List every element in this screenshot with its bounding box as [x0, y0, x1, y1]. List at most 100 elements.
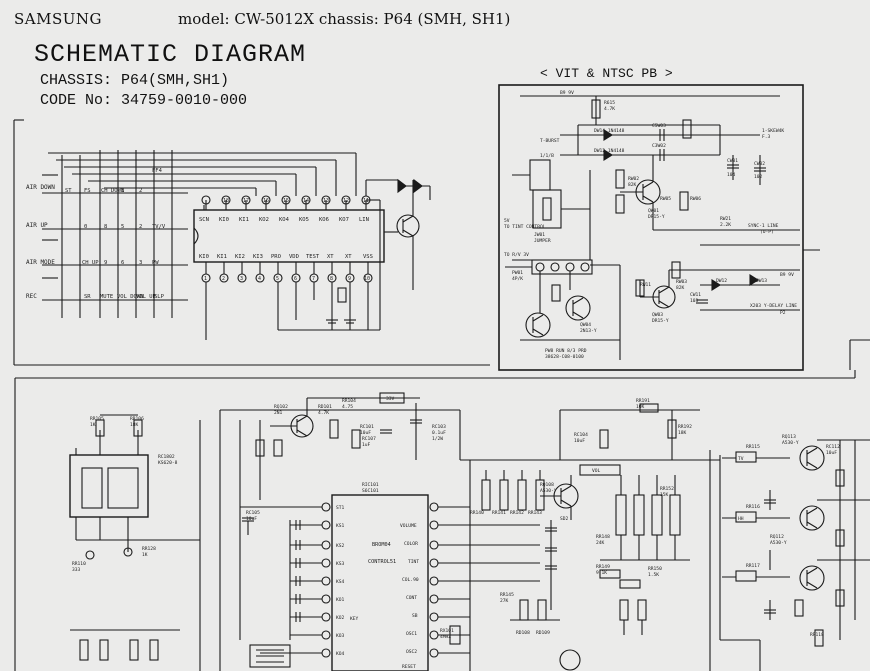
label: DR15-Y — [652, 318, 669, 324]
label: 15K — [660, 492, 669, 498]
ic-pin-label: KO6 — [319, 217, 329, 223]
label: PW01 — [512, 270, 523, 276]
pin-number: 15 — [283, 198, 289, 204]
pin-label: TINT — [408, 559, 419, 565]
label: RQ108 — [540, 482, 554, 488]
ic-pin-label: KO7 — [339, 217, 349, 223]
label: 1-SKEW4K — [762, 128, 784, 134]
label: RW02 — [628, 176, 639, 182]
label-b9v: B9 9V — [560, 90, 574, 96]
label: RW05 — [660, 196, 671, 202]
label-ic: KS620-8 — [158, 460, 178, 466]
label-ic: RIC101 — [362, 482, 379, 488]
label: RR140 — [470, 510, 484, 516]
pin-number: 18 — [223, 198, 229, 204]
key-label: 8 — [104, 224, 107, 230]
label: DR15-Y — [648, 214, 665, 220]
label-r615v: 4.7K — [604, 106, 615, 112]
label: 4MHZ — [440, 634, 451, 640]
key-label: 2 — [139, 188, 142, 194]
ic-pin-label: XT — [345, 254, 352, 260]
pin-label: KS3 — [336, 561, 345, 567]
key-label: MUTE — [100, 294, 113, 300]
key-label: 6 — [121, 260, 124, 266]
label: RR115 — [746, 444, 760, 450]
key-label: PW — [152, 260, 159, 266]
label: RR116 — [746, 504, 760, 510]
pin-label: SB — [412, 613, 418, 619]
label-tint: TO TINT CONTROL — [504, 224, 546, 230]
label: RC107 — [362, 436, 376, 442]
ic-pin-label: KO4 — [279, 217, 290, 223]
pin-label: RESET — [402, 664, 416, 670]
label: 10K — [636, 404, 645, 410]
label: RC103 — [432, 424, 446, 430]
label: 5V — [504, 218, 510, 224]
key-label: 0 — [84, 224, 87, 230]
key-label: SR — [84, 294, 91, 300]
label: RD101 — [318, 404, 332, 410]
label: (O-P) — [760, 229, 774, 235]
label: F.3 — [762, 134, 771, 140]
ic-pin-label: KI3 — [253, 254, 263, 260]
label: 103 — [690, 298, 699, 304]
key-label: CH DOWN — [101, 188, 124, 194]
label: X203 Y-DELAY LINE — [750, 303, 797, 309]
label: 18K — [130, 422, 139, 428]
label: RD108 — [516, 630, 530, 636]
keyboard-labels: AIR DOWN AIR UP AIR MODE REC ST FS CH DO… — [26, 168, 373, 300]
label: JUMPER — [534, 238, 551, 244]
label: RW03 — [676, 279, 687, 285]
pin-number: 12 — [343, 198, 349, 204]
label: RR110 — [72, 561, 86, 567]
page-title: SCHEMATIC DIAGRAM — [34, 40, 307, 69]
label: RC104 — [574, 432, 588, 438]
label: RR148 — [596, 534, 610, 540]
label: RR149 — [596, 564, 610, 570]
label: 1uF — [362, 442, 371, 448]
label: 4P/K — [512, 276, 523, 282]
label-ic: RC1802 — [158, 454, 175, 460]
pin-label: OSC2 — [406, 649, 417, 655]
label-ic: S6C101 — [362, 488, 379, 494]
pin-label: KS2 — [336, 543, 345, 549]
pin-label: COL.90 — [402, 577, 419, 583]
label: 102 — [754, 174, 763, 180]
label: P2 — [780, 310, 786, 316]
pin-number: 9 — [348, 276, 351, 282]
ic-pin-label: KO5 — [299, 217, 309, 223]
pin-number: 5 — [276, 276, 279, 282]
key-label: 1 — [121, 188, 124, 194]
row-label-air-down: AIR DOWN — [26, 184, 55, 191]
label: RR141 — [492, 510, 506, 516]
label-sync: SYNC-1 LINE — [748, 223, 779, 229]
label: RR150 — [648, 566, 662, 572]
key-label: 5 — [121, 224, 124, 230]
label: A530-Y — [782, 440, 799, 446]
pin-label: COLOR — [404, 541, 418, 547]
pin-label: KO3 — [336, 633, 345, 639]
pin-number: 11 — [363, 198, 369, 204]
pin-number: 14 — [303, 198, 309, 204]
model-line: model: CW-5012X chassis: P64 (SMH, SH1) — [178, 10, 511, 28]
label-cap: C3W02 — [652, 143, 666, 149]
label-vol: VOL — [592, 468, 601, 474]
pin-number: 2 — [222, 276, 225, 282]
ic-pin-label: PRO — [271, 254, 281, 260]
label: 0.1uF — [432, 430, 446, 436]
label-diode: DW14 1N4148 — [594, 128, 625, 134]
label: DW13 — [756, 278, 767, 284]
label: RR106 — [130, 416, 144, 422]
key-label: 3 — [139, 260, 142, 266]
label: TO R/V 3V — [504, 252, 529, 258]
label: 2.2K — [720, 222, 731, 228]
label: 18K — [678, 430, 687, 436]
key-label: 9 — [104, 260, 107, 266]
label: 1.5K — [648, 572, 659, 578]
label: 333 — [72, 567, 81, 573]
ic-pin-label: VDD — [289, 254, 299, 260]
ic-part-number: CONTROL51 — [368, 559, 396, 565]
label: TV — [738, 456, 744, 462]
label: 1/2W — [432, 436, 443, 442]
label: RC101 — [360, 424, 374, 430]
